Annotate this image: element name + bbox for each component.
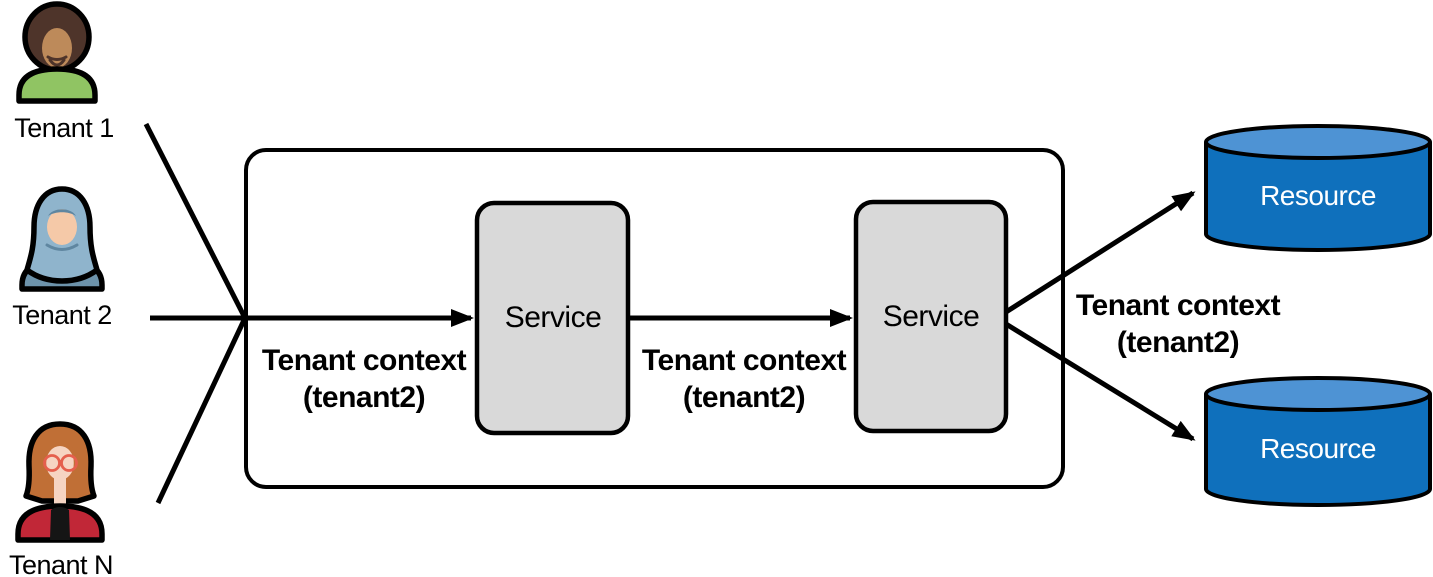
tenant-n-request-line	[155, 316, 248, 505]
tenant-context-line1: Tenant context	[261, 344, 467, 377]
resource-1-arrow	[1004, 190, 1196, 315]
tenant-1-avatar-icon	[16, 1, 98, 104]
service-1-label: Service	[504, 301, 602, 334]
tenant-1-request-line	[143, 122, 248, 320]
resource-1-cylinder	[1204, 124, 1432, 252]
tenant-2-label: Tenant 2	[12, 300, 112, 330]
tenant-context-line1: Tenant context	[1075, 289, 1281, 322]
resource-1-label: Resource	[1260, 180, 1376, 211]
tenant-n-label: Tenant N	[8, 550, 114, 577]
tenant-n-avatar-icon	[15, 421, 105, 543]
service-2-label: Service	[882, 300, 980, 333]
tenant-context-line1: Tenant context	[641, 344, 847, 377]
service-2-box	[853, 199, 1009, 434]
tenant-1-label: Tenant 1	[14, 113, 114, 143]
tenant-context-label-ingress: Tenant context (tenant2)	[261, 342, 467, 416]
tenant-context-line2: (tenant2)	[682, 381, 806, 414]
resource-2-cylinder	[1204, 376, 1432, 507]
tenant-2-avatar-icon	[19, 186, 105, 292]
resource-2-arrow	[1004, 321, 1196, 442]
resource-2-label: Resource	[1260, 433, 1376, 464]
tenant-context-label-egress: Tenant context (tenant2)	[1075, 287, 1281, 361]
tenant-context-line2: (tenant2)	[1116, 326, 1240, 359]
tenant-context-label-mid: Tenant context (tenant2)	[641, 342, 847, 416]
tenant-context-line2: (tenant2)	[302, 381, 426, 414]
